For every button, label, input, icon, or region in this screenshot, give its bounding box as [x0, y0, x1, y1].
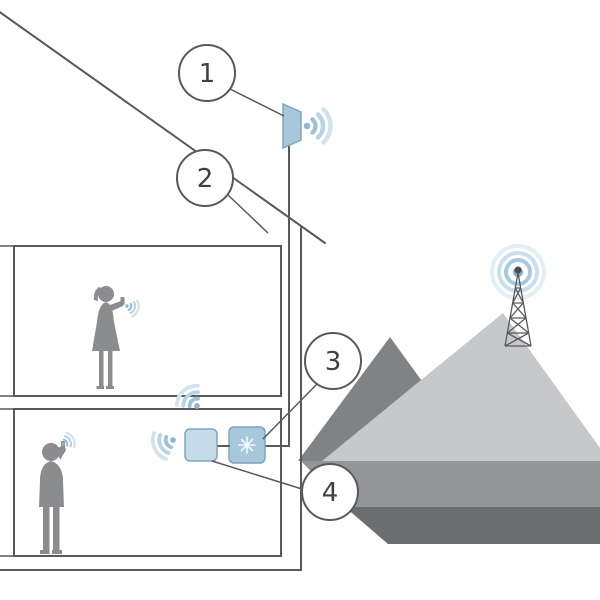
callout-1-leader: [229, 88, 285, 117]
callout-1: 1: [178, 44, 285, 117]
callout-3-circle: [304, 332, 362, 390]
room-upper: [13, 245, 282, 397]
man-leg-right: [53, 507, 60, 553]
woman-dress: [92, 302, 120, 351]
coax-cable: [265, 145, 290, 447]
roof-line: [0, 11, 326, 244]
woman-head: [98, 286, 114, 302]
callout-3-leader: [262, 383, 318, 440]
mountains: [298, 313, 600, 544]
man-head: [42, 443, 60, 461]
man-foot-right: [52, 550, 62, 554]
callout-4-label: 4: [322, 478, 339, 508]
woman-leg-left: [99, 351, 104, 388]
woman-leg-right: [108, 351, 113, 388]
callout-1-label: 1: [199, 59, 216, 89]
callout-2: 2: [176, 149, 269, 234]
woman-foot-left: [96, 386, 104, 389]
man-torso: [39, 461, 64, 507]
callout-2-leader: [226, 193, 269, 234]
man-leg-left: [43, 507, 50, 553]
outdoor-antenna: [282, 102, 302, 150]
booster-burst-icon: [238, 436, 256, 454]
man-foot-left: [40, 550, 50, 554]
indoor-antenna: [184, 428, 218, 462]
woman-phone: [120, 297, 125, 305]
cell-tower: [490, 244, 546, 347]
wall-stubs: [0, 245, 15, 557]
mountain-light: [322, 313, 600, 461]
wifi-outdoor-antenna-icon: [304, 110, 331, 143]
callout-3: 3: [262, 332, 362, 440]
callout-3-label: 3: [325, 347, 342, 377]
woman-silhouette: [92, 286, 125, 389]
callout-4: 4: [211, 460, 359, 521]
callout-2-label: 2: [197, 164, 214, 194]
callout-1-circle: [178, 44, 236, 102]
ridge-band-medium: [301, 461, 600, 507]
ridge-band-dark: [345, 507, 600, 544]
callout-4-circle: [301, 463, 359, 521]
callout-2-circle: [176, 149, 234, 207]
tower-mast: [504, 266, 532, 347]
woman-foot-right: [106, 386, 114, 389]
callout-4-leader: [211, 460, 303, 490]
